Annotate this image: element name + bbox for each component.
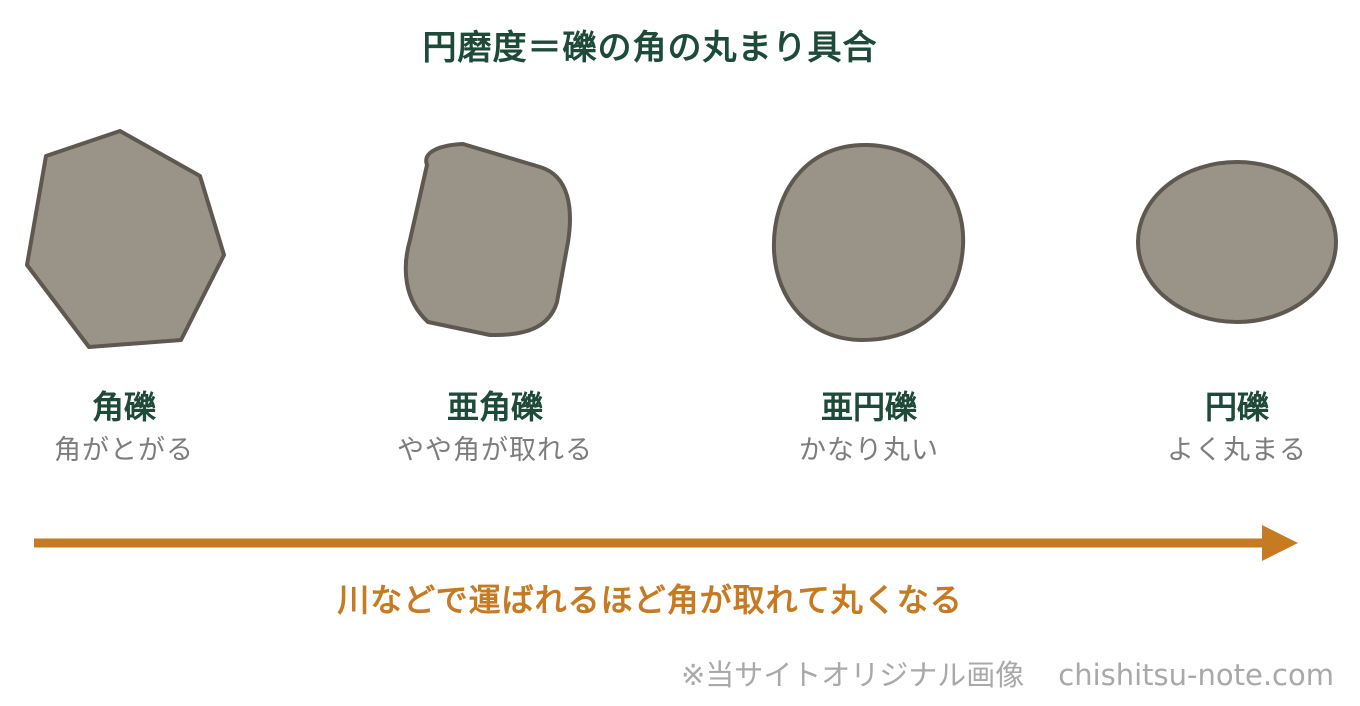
subangular-gravel-shape bbox=[403, 142, 572, 338]
stage-name-subangular: 亜角礫 bbox=[446, 388, 543, 426]
credit-note: ※当サイトオリジナル画像 bbox=[680, 658, 1025, 692]
transport-arrow-head bbox=[1262, 525, 1298, 561]
stage-description-rounded: よく丸まる bbox=[1167, 435, 1307, 466]
stage-rounded: 円礫 よく丸まる bbox=[1087, 385, 1360, 473]
angular-gravel-shape bbox=[25, 129, 226, 349]
rounded-gravel-shape bbox=[1136, 160, 1338, 324]
stage-description-angular: 角がとがる bbox=[54, 435, 194, 466]
stage-name-angular: 角礫 bbox=[91, 388, 156, 426]
stage-name-rounded: 円礫 bbox=[1204, 388, 1269, 426]
stage-subangular: 亜角礫 やや角が取れる bbox=[345, 385, 645, 473]
credit-site: chishitsu-note.com bbox=[1058, 658, 1334, 692]
diagram-title: 円磨度＝礫の角の丸まり具合 bbox=[422, 28, 878, 68]
image-credit: ※当サイトオリジナル画像 chishitsu-note.com bbox=[681, 652, 1334, 694]
stage-angular: 角礫 角がとがる bbox=[0, 385, 274, 473]
stage-subrounded: 亜円礫 かなり丸い bbox=[719, 385, 1019, 473]
subrounded-gravel-shape bbox=[771, 142, 966, 343]
arrow-caption: 川などで運ばれるほど角が取れて丸くなる bbox=[337, 581, 963, 619]
stage-description-subangular: やや角が取れる bbox=[397, 435, 593, 466]
stage-description-subrounded: かなり丸い bbox=[799, 435, 939, 466]
stage-name-subrounded: 亜円礫 bbox=[820, 388, 917, 426]
